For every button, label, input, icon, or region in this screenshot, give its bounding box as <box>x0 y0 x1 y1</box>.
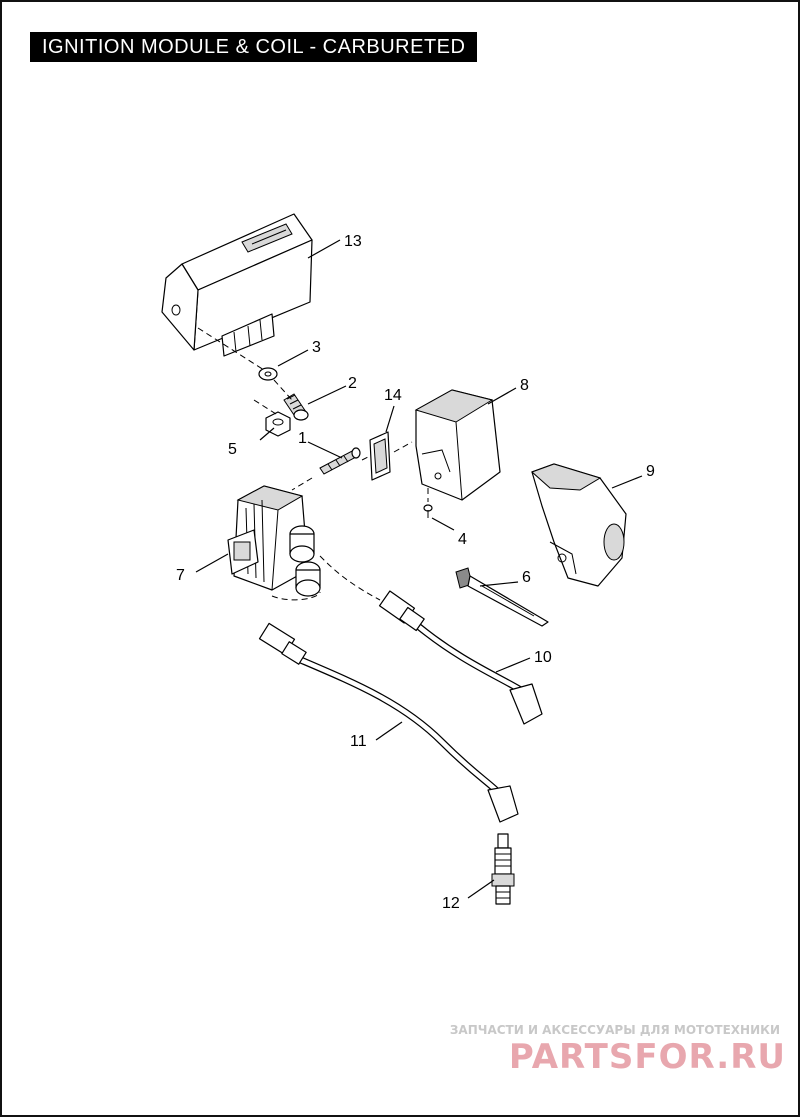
watermark-subtitle: ЗАПЧАСТИ И АКСЕССУАРЫ ДЛЯ МОТОТЕХНИКИ <box>450 1023 780 1037</box>
callout-13: 13 <box>344 233 362 250</box>
callout-2: 2 <box>348 375 357 392</box>
coil-cover-part <box>414 389 501 501</box>
page-title: IGNITION MODULE & COIL - CARBURETED <box>30 32 478 62</box>
callout-9: 9 <box>646 463 655 480</box>
callout-6: 6 <box>522 569 531 586</box>
callout-labels: 1 2 3 4 5 6 7 8 9 10 11 12 13 14 <box>176 233 655 912</box>
stud-part <box>319 447 361 475</box>
callout-12: 12 <box>442 895 460 912</box>
leader-lines <box>195 239 643 899</box>
plug-wire-upper-part <box>378 590 543 725</box>
callout-11: 11 <box>350 733 367 750</box>
watermark: ЗАПЧАСТИ И АКСЕССУАРЫ ДЛЯ МОТОТЕХНИКИ PA… <box>450 1023 786 1077</box>
screw-part <box>283 393 309 421</box>
callout-3: 3 <box>312 339 321 356</box>
callout-14: 14 <box>384 387 402 404</box>
spark-plug-part <box>491 833 515 905</box>
callout-7: 7 <box>176 567 185 584</box>
callout-4: 4 <box>458 531 467 548</box>
ignition-coil-part <box>227 485 321 597</box>
callout-10: 10 <box>534 649 552 666</box>
callout-1: 1 <box>298 430 307 447</box>
plug-wire-lower-part <box>258 622 519 823</box>
cable-tie-part <box>455 567 549 627</box>
watermark-brand: PARTSFOR.RU <box>509 1037 786 1077</box>
callout-8: 8 <box>520 377 529 394</box>
washer-part <box>258 367 278 381</box>
cover-screw-part <box>423 504 433 518</box>
ignition-module-part <box>161 213 313 357</box>
outer-cover-part <box>531 463 627 587</box>
callout-5: 5 <box>228 441 237 458</box>
gasket-part <box>369 431 391 481</box>
assembly-lines <box>197 327 429 601</box>
